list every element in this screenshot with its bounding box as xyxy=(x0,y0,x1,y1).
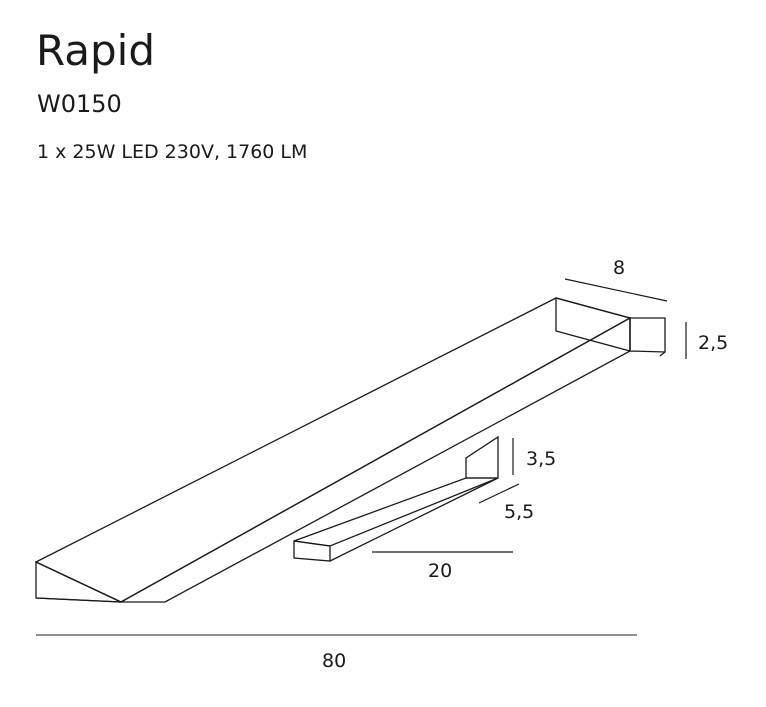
dim-depth-label: 8 xyxy=(613,257,625,279)
product-name: Rapid xyxy=(36,26,155,75)
dim-height-label: 2,5 xyxy=(698,332,728,354)
dim-arm-depth-label: 5,5 xyxy=(504,501,534,523)
product-code: W0150 xyxy=(37,90,122,118)
dim-arm-length-label: 20 xyxy=(428,560,452,582)
dimension-labels: 8 2,5 3,5 5,5 20 80 xyxy=(322,257,728,672)
dim-arm-height-label: 3,5 xyxy=(526,448,556,470)
arm-mount-block xyxy=(465,435,499,479)
lamp-body xyxy=(34,297,666,603)
lamp-left-end xyxy=(35,560,122,603)
dim-depth-line xyxy=(564,278,668,302)
lamp-arm xyxy=(293,435,499,562)
product-spec: 1 x 25W LED 230V, 1760 LM xyxy=(37,141,308,163)
arm-front-face xyxy=(293,540,331,562)
dim-arm-depth-line xyxy=(478,483,520,504)
lamp-end-cap xyxy=(629,317,666,353)
dimension-lines xyxy=(36,278,687,636)
dim-length-label: 80 xyxy=(322,650,346,672)
